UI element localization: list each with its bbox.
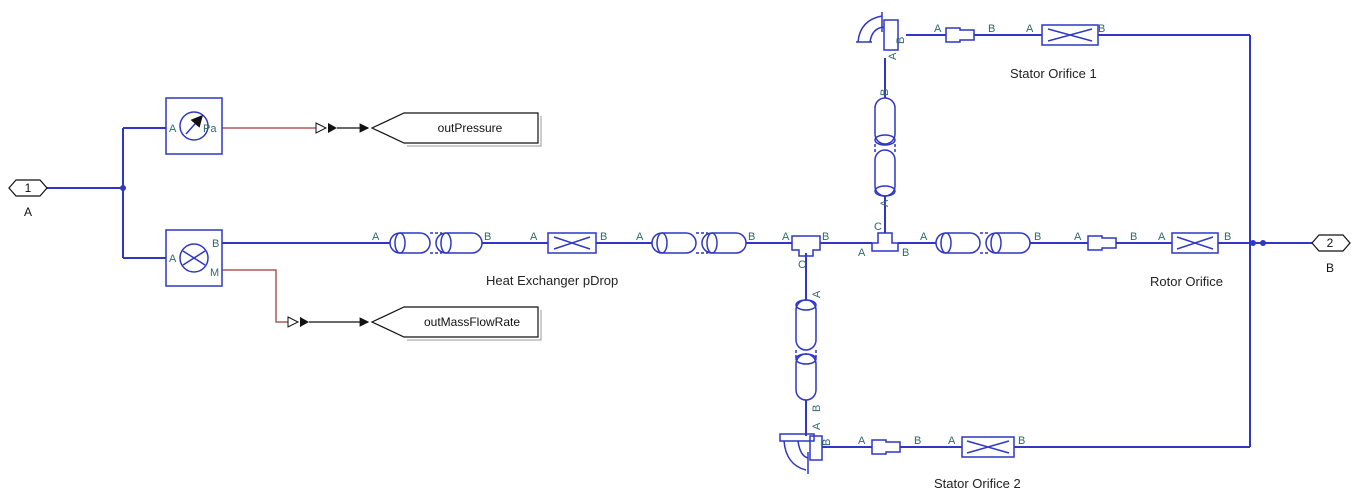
svg-text:A: A (948, 435, 956, 447)
goto-out-mass-flow-rate[interactable]: outMassFlowRate (370, 306, 542, 341)
tee-junction-1[interactable]: A B C (782, 231, 829, 271)
outport-b[interactable]: 2 B (1311, 234, 1351, 275)
pipe-block-2[interactable]: A B (636, 231, 755, 254)
inport-label: A (24, 205, 32, 219)
inport-a[interactable]: 1 A (8, 179, 48, 219)
svg-text:B: B (811, 405, 823, 412)
gauge-icon (179, 111, 209, 141)
svg-text:B: B (1018, 435, 1025, 447)
stator-orifice-2-label: Stator Orifice 2 (934, 476, 1021, 491)
rotor-orifice-block[interactable]: A B (1158, 231, 1231, 254)
svg-text:B: B (748, 231, 755, 243)
tee-junction-2[interactable]: A B C (858, 221, 909, 259)
signal-connections (222, 122, 370, 328)
svg-text:B: B (822, 231, 829, 243)
heat-exchanger-pipe-block[interactable]: A B (372, 231, 491, 254)
svg-text:A: A (1158, 231, 1166, 243)
svg-text:A: A (934, 23, 942, 35)
svg-text:A: A (636, 231, 644, 243)
goto-out-mass-flow-rate-tag: outMassFlowRate (424, 315, 520, 329)
svg-text:A: A (858, 247, 866, 259)
heat-exchanger-label: Heat Exchanger pDrop (486, 273, 618, 288)
lower-elbow-block[interactable]: A B (779, 422, 833, 474)
svg-text:A: A (530, 231, 538, 243)
svg-text:A: A (1026, 23, 1034, 35)
goto-out-pressure[interactable]: outPressure (370, 112, 542, 147)
svg-text:A: A (887, 52, 899, 60)
upper-area-change-block[interactable]: A B (934, 23, 995, 43)
svg-text:A: A (782, 231, 790, 243)
pressure-sensor-port-pa: Pa (203, 123, 217, 135)
stator-orifice-1-block[interactable]: A B (1026, 23, 1105, 46)
svg-text:B: B (914, 435, 921, 447)
lower-area-change-block[interactable]: A B (858, 435, 921, 455)
svg-text:C: C (874, 221, 882, 233)
inport-number: 1 (25, 181, 32, 195)
svg-text:B: B (821, 439, 833, 446)
pressure-sensor-block[interactable]: A Pa (165, 97, 223, 155)
upper-elbow-block[interactable]: B A (856, 12, 907, 60)
outport-label: B (1326, 261, 1334, 275)
svg-text:B: B (902, 247, 909, 259)
svg-text:B: B (1224, 231, 1231, 243)
mass-flow-sensor-block[interactable]: A B M (165, 229, 223, 287)
pressure-sensor-port-a: A (169, 123, 177, 135)
svg-text:B: B (1098, 23, 1105, 35)
pipe-block-3[interactable]: A B (920, 231, 1041, 254)
svg-text:A: A (858, 435, 866, 447)
svg-text:A: A (920, 231, 928, 243)
stator-orifice-2-block[interactable]: A B (948, 435, 1025, 458)
lower-vertical-pipe-block[interactable]: A B (795, 290, 823, 412)
svg-text:A: A (1074, 231, 1082, 243)
svg-text:B: B (895, 37, 907, 44)
svg-text:B: B (988, 23, 995, 35)
upper-vertical-pipe-block[interactable]: B A (874, 89, 896, 207)
svg-text:B: B (1130, 231, 1137, 243)
rotor-area-change-block[interactable]: A B (1074, 231, 1137, 251)
rotor-orifice-label: Rotor Orifice (1150, 274, 1223, 289)
svg-text:B: B (1034, 231, 1041, 243)
outport-number: 2 (1327, 236, 1334, 250)
flow-sensor-port-m: M (210, 267, 219, 279)
svg-text:A: A (372, 231, 380, 243)
flow-sensor-port-b: B (212, 238, 219, 250)
svg-text:A: A (879, 199, 891, 207)
svg-text:B: B (879, 89, 891, 96)
goto-out-pressure-tag: outPressure (438, 121, 503, 135)
flowmeter-icon (179, 243, 209, 273)
svg-text:C: C (798, 259, 806, 271)
svg-text:B: B (600, 231, 607, 243)
svg-text:A: A (811, 290, 823, 298)
heat-exchanger-orifice-block[interactable]: A B (530, 231, 607, 254)
svg-text:A: A (811, 422, 823, 430)
flow-sensor-port-a: A (169, 253, 177, 265)
stator-orifice-1-label: Stator Orifice 1 (1010, 66, 1097, 81)
svg-text:B: B (484, 231, 491, 243)
physical-connections (47, 34, 1312, 448)
